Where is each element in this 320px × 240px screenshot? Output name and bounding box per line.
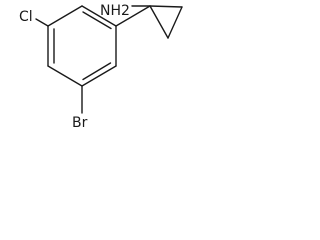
structure-canvas: NH2 Cl Br [0,0,192,158]
amine-label: NH2 [100,3,130,19]
cyclopropane-bond-bottom [149,5,169,39]
bromine-label: Br [72,115,88,131]
cyclopropane-bond-top [149,5,183,8]
ring-bond-bottom-left [47,65,83,87]
ring-double-bond-top-right [82,11,112,30]
ring-bond-top-left [47,5,83,27]
molecule-structure: NH2 Cl Br [19,3,183,131]
ring-bond-bottom-right [81,65,117,87]
ring-to-quaternary-carbon-bond [115,5,151,27]
cyclopropane-bond-side [167,6,183,39]
ring-double-bond-bottom-right [82,62,112,81]
ring-bond-top-right [81,5,117,27]
chlorine-bond [35,18,49,27]
chlorine-label: Cl [19,9,33,25]
